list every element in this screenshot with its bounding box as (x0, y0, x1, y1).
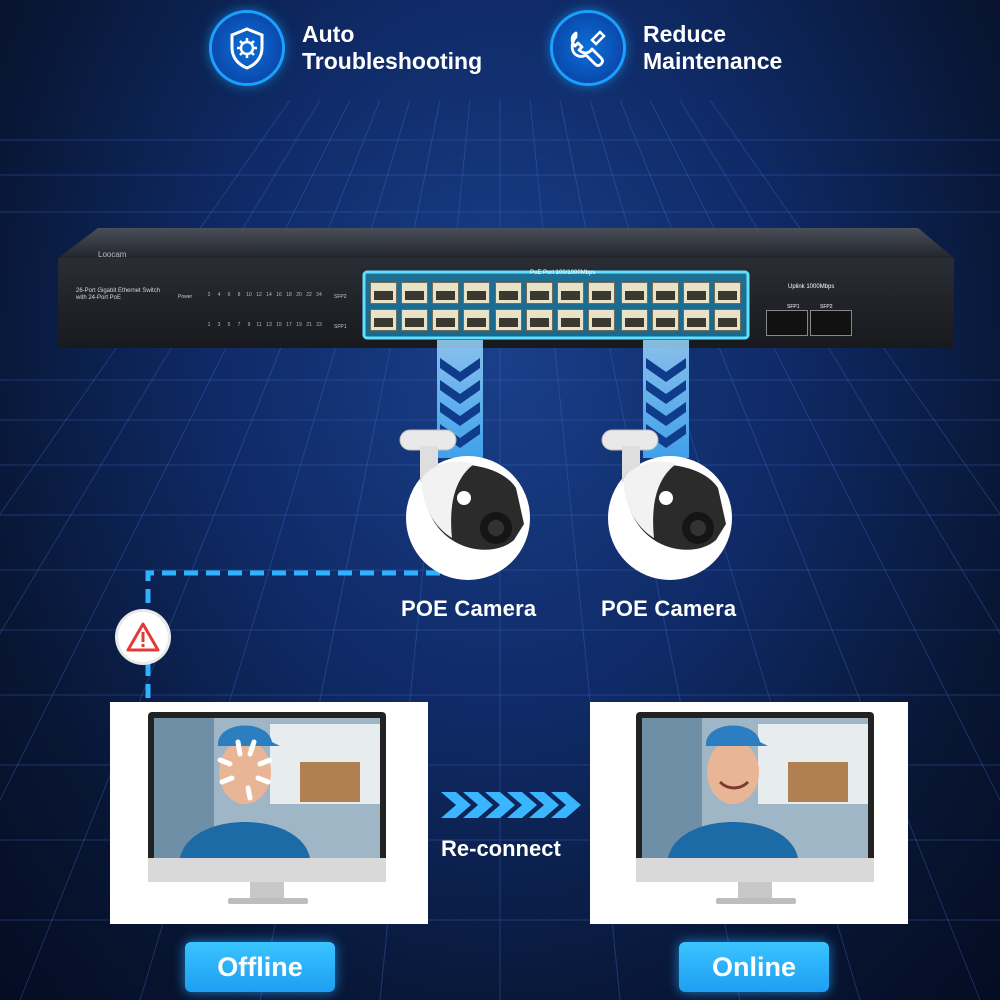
led-number: 22 (306, 292, 312, 298)
ethernet-port (588, 282, 616, 304)
status-online-badge: Online (679, 942, 829, 992)
led-number: 5 (227, 322, 231, 328)
warning-triangle-icon (118, 612, 168, 662)
ethernet-port (713, 309, 741, 331)
feature-label-line1: Auto (302, 20, 355, 47)
led-number: 14 (266, 292, 272, 298)
poe-camera-right (600, 428, 740, 580)
switch-model-text: 26-Port Gigabit Ethernet Switch with 24-… (76, 288, 160, 302)
led-number: 6 (227, 292, 231, 298)
monitor-panel-online (590, 702, 908, 924)
led-number: 17 (286, 322, 292, 328)
ethernet-port (370, 309, 397, 331)
led-number: 18 (286, 292, 292, 298)
feature-label-line2: Maintenance (643, 47, 783, 74)
uplink-label: Uplink 1000Mbps (788, 284, 835, 290)
downlink-arrow-left (437, 340, 483, 458)
feature-label: Auto Troubleshooting (302, 21, 482, 75)
led-number: 10 (246, 292, 252, 298)
feature-label-line2: Troubleshooting (302, 47, 483, 74)
switch-brand: Loocam (98, 250, 127, 259)
ethernet-port (370, 282, 397, 304)
ethernet-port (557, 309, 585, 331)
led-number: 15 (276, 322, 282, 328)
status-offline-badge: Offline (185, 942, 335, 992)
camera-icon (399, 429, 530, 580)
ethernet-port (463, 282, 490, 304)
ethernet-port (682, 309, 710, 331)
led-number: 24 (316, 292, 322, 298)
poe-camera-left (398, 428, 538, 580)
ethernet-port (432, 309, 459, 331)
led-number: 20 (296, 292, 302, 298)
ethernet-port (682, 282, 710, 304)
ethernet-port-block (370, 282, 742, 334)
sfp1-port (766, 310, 808, 336)
led-number: 13 (266, 322, 272, 328)
switch-model-line2: with 24-Port PoE (76, 295, 122, 301)
sfp1-port-label: SFP1 (787, 304, 800, 310)
ethernet-port (495, 282, 523, 304)
sfp1-led-label: SFP1 (334, 324, 347, 330)
disconnected-dashed-line (145, 570, 440, 705)
ethernet-port (620, 282, 648, 304)
ethernet-port (432, 282, 459, 304)
led-number: 9 (247, 322, 251, 328)
ethernet-port (495, 309, 523, 331)
led-number: 21 (306, 322, 312, 328)
ethernet-port (557, 282, 585, 304)
feature-label: Reduce Maintenance (643, 21, 782, 75)
ethernet-port (401, 309, 428, 331)
shield-gear-icon (212, 12, 282, 83)
ethernet-port (463, 309, 490, 331)
ethernet-port (651, 309, 679, 331)
ethernet-port (526, 309, 554, 331)
monitor-panel-offline (110, 702, 428, 924)
camera-label-left: POE Camera (401, 596, 537, 621)
led-number: 12 (256, 292, 262, 298)
poe-port-label: PoE Port 100/1000Mbps (530, 270, 596, 276)
ethernet-port (713, 282, 741, 304)
led-number: 7 (237, 322, 241, 328)
poe-switch: Loocam 26-Port Gigabit Ethernet Switch w… (58, 228, 954, 348)
led-number: 1 (207, 322, 211, 328)
ethernet-port (588, 309, 616, 331)
led-number: 11 (256, 322, 262, 328)
wrench-icon (553, 12, 623, 83)
switch-model-line1: 26-Port Gigabit Ethernet Switch (76, 288, 161, 294)
monitor-online-image (636, 712, 874, 904)
camera-label-right: POE Camera (601, 596, 737, 621)
monitor-offline-image (148, 712, 386, 904)
sfp2-port-label: SFP2 (820, 304, 833, 310)
sfp2-led-label: SFP2 (334, 294, 347, 300)
reconnect-arrows (441, 792, 581, 818)
feature-reduce-maintenance: Reduce Maintenance (553, 10, 782, 85)
led-number: 19 (296, 322, 302, 328)
power-led-label: Power (178, 294, 193, 300)
sfp2-port (810, 310, 852, 336)
feature-auto-troubleshooting: Auto Troubleshooting (212, 10, 482, 85)
led-number: 3 (217, 322, 221, 328)
led-number: 2 (207, 292, 211, 298)
ethernet-port (620, 309, 648, 331)
feature-label-line1: Reduce (643, 20, 727, 47)
ethernet-port (651, 282, 679, 304)
led-number: 23 (316, 322, 322, 328)
reconnect-label: Re-connect (441, 836, 561, 861)
led-number: 16 (276, 292, 282, 298)
ethernet-port (526, 282, 554, 304)
camera-icon (601, 429, 732, 580)
led-number: 8 (237, 292, 241, 298)
led-number: 4 (217, 292, 221, 298)
ethernet-port (401, 282, 428, 304)
